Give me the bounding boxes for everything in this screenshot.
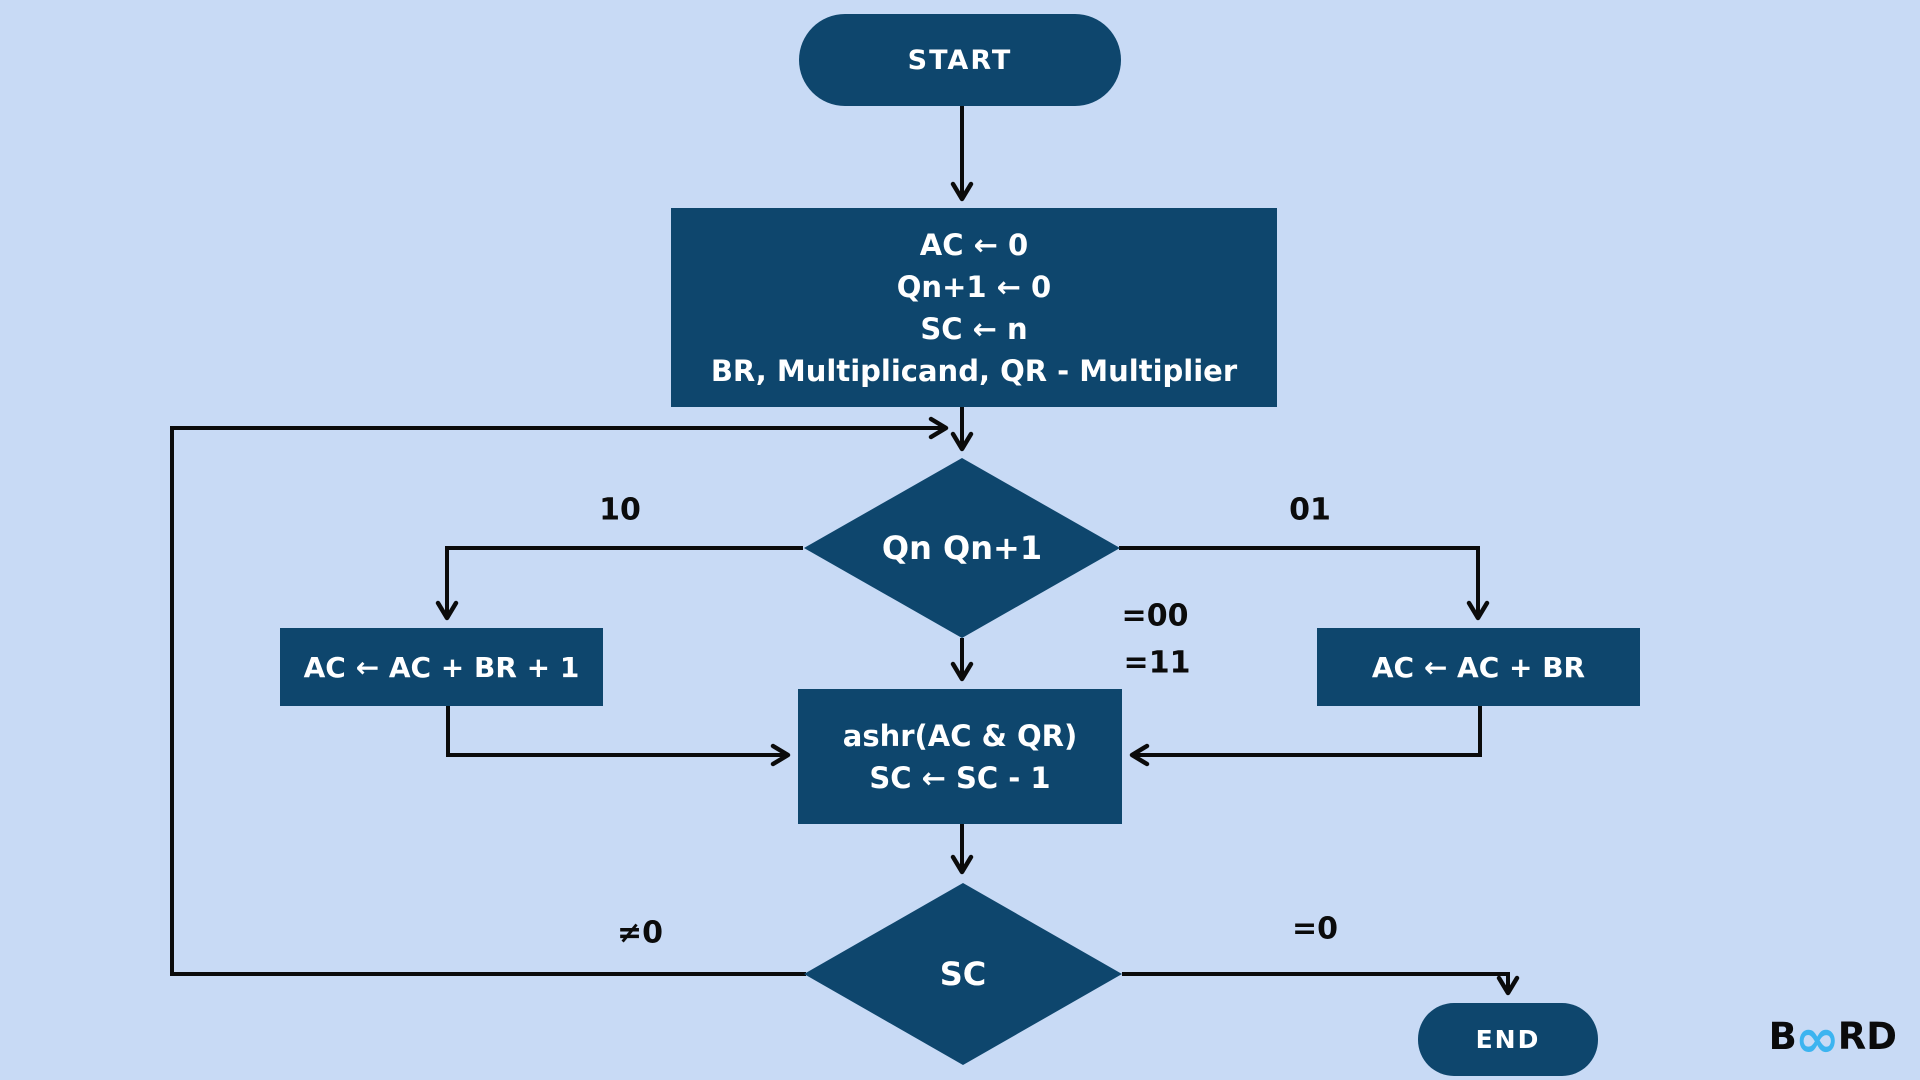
decision-sc-label: SC <box>939 955 987 993</box>
end-node: END <box>1418 1003 1598 1076</box>
shift-line-2: SC ← SC - 1 <box>869 760 1051 795</box>
edge-loop-sc-to-decision-q <box>170 416 949 976</box>
edge-decision-sc-to-end <box>1122 972 1520 996</box>
edge-decision-q-10-branch <box>435 546 803 621</box>
edge-label-01: 01 <box>1289 492 1331 528</box>
edge-label-10: 10 <box>599 492 641 528</box>
shift-process-node: ashr(AC & QR) SC ← SC - 1 <box>798 689 1122 824</box>
edge-label-eq0: =0 <box>1291 911 1339 947</box>
decision-qn-qn1-label: Qn Qn+1 <box>881 529 1043 567</box>
add-complement-label: AC ← AC + BR + 1 <box>303 650 580 684</box>
end-label: END <box>1475 1025 1541 1054</box>
start-node: START <box>799 14 1121 106</box>
shift-line-1: ashr(AC & QR) <box>842 718 1078 753</box>
init-line-4: BR, Multiplicand, QR - Multiplier <box>710 353 1238 388</box>
edge-add-br-to-shift <box>1129 706 1482 767</box>
edge-label-eq11: =11 <box>1123 645 1191 681</box>
infinity-icon: ∞ <box>1794 1006 1840 1070</box>
add-br-node: AC ← AC + BR <box>1317 628 1640 706</box>
start-label: START <box>907 44 1013 76</box>
init-line-3: SC ← n <box>920 311 1028 346</box>
board-logo: B∞RD <box>1768 1006 1897 1070</box>
init-line-2: Qn+1 ← 0 <box>896 269 1052 304</box>
edge-label-eq00: =00 <box>1121 598 1189 634</box>
edge-decision-q-01-branch <box>1119 546 1490 621</box>
edge-label-ne0: ≠0 <box>616 915 664 951</box>
logo-letter-b: B <box>1768 1015 1797 1058</box>
init-line-1: AC ← 0 <box>919 227 1029 262</box>
init-process-node: AC ← 0 Qn+1 ← 0 SC ← n BR, Multiplicand,… <box>671 208 1277 407</box>
add-complement-node: AC ← AC + BR + 1 <box>280 628 603 706</box>
add-br-label: AC ← AC + BR <box>1371 650 1586 684</box>
logo-letters-rd: RD <box>1837 1015 1897 1058</box>
edge-add-complement-to-shift <box>446 706 791 767</box>
